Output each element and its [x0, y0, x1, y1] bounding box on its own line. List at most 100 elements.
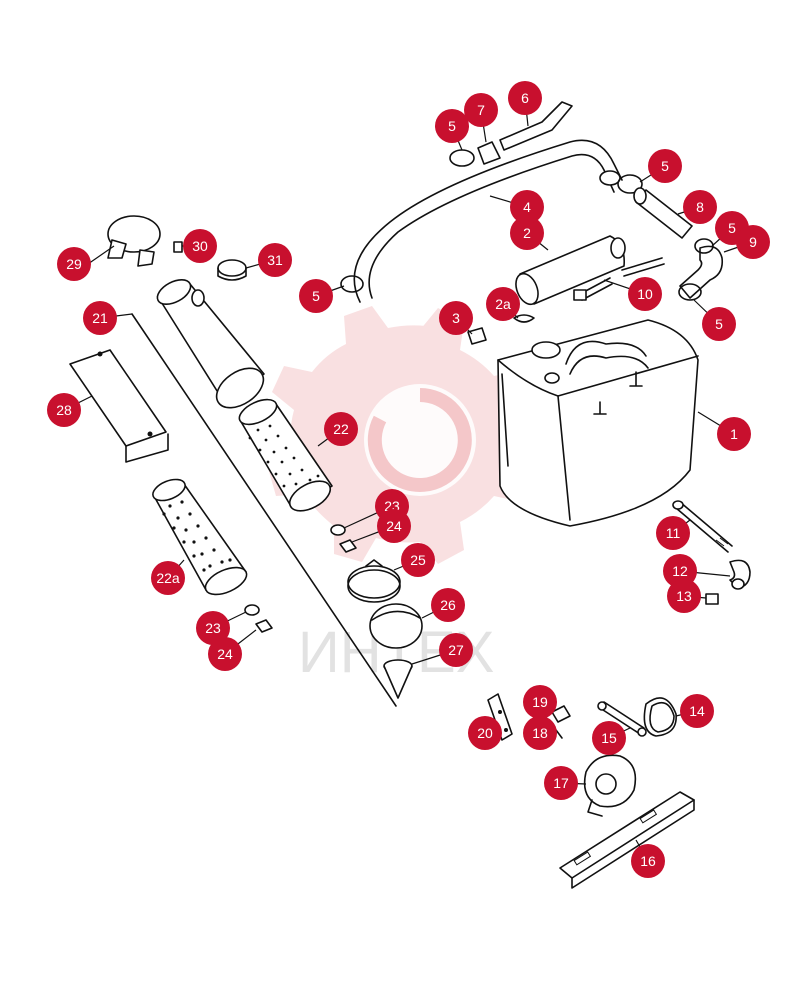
part-19-bracket: [551, 705, 571, 723]
part-27-cone: [383, 659, 413, 699]
part-25-band-clamp: [347, 559, 401, 603]
svg-text:10: 10: [637, 286, 653, 302]
callout-2a: 2a: [486, 287, 520, 321]
callout-21: 21: [83, 301, 117, 335]
callout-6: 6: [508, 81, 542, 115]
callout-28: 28: [47, 393, 81, 427]
callout-4: 4: [510, 190, 544, 224]
svg-text:16: 16: [640, 853, 656, 869]
callout-31: 31: [258, 243, 292, 277]
part-15-link: [597, 701, 647, 737]
svg-text:2: 2: [523, 225, 531, 241]
callout-24-lower: 24: [208, 637, 242, 671]
part-24-nut-lower: [255, 619, 273, 633]
callout-7: 7: [464, 93, 498, 127]
svg-text:12: 12: [672, 563, 688, 579]
svg-text:30: 30: [192, 238, 208, 254]
callout-24-upper: 24: [377, 509, 411, 543]
part-23-washer-lower: [244, 604, 260, 616]
svg-text:22a: 22a: [156, 570, 180, 586]
svg-text:5: 5: [715, 316, 723, 332]
callout-13: 13: [667, 579, 701, 613]
part-10-rod: [573, 257, 665, 301]
callout-11: 11: [656, 516, 690, 550]
callout-23-lower: 23: [196, 611, 230, 645]
callout-27: 27: [439, 633, 473, 667]
callout-12: 12: [663, 554, 697, 588]
callout-29: 29: [57, 247, 91, 281]
svg-text:18: 18: [532, 725, 548, 741]
svg-text:24: 24: [386, 518, 402, 534]
svg-text:25: 25: [410, 552, 426, 568]
svg-text:1: 1: [730, 426, 738, 442]
svg-text:7: 7: [477, 102, 485, 118]
callout-20: 20: [468, 716, 502, 750]
svg-text:9: 9: [749, 234, 757, 250]
part-2-cylinder: [515, 235, 626, 306]
callout-26: 26: [431, 588, 465, 622]
part-8-tube: [633, 187, 693, 239]
svg-text:5: 5: [661, 158, 669, 174]
svg-text:23: 23: [205, 620, 221, 636]
svg-text:8: 8: [696, 199, 704, 215]
svg-text:21: 21: [92, 310, 108, 326]
part-13-bolt: [705, 593, 719, 605]
callout-5-top: 5: [435, 109, 469, 143]
callout-2: 2: [510, 216, 544, 250]
part-29-clamp: [107, 215, 161, 267]
svg-text:5: 5: [448, 118, 456, 134]
part-5-clamp-top: [449, 149, 475, 167]
part-26-dome-cap: [369, 603, 423, 649]
callout-10: 10: [628, 277, 662, 311]
part-28-bracket: [69, 349, 169, 463]
part-24-nut-upper: [339, 539, 357, 553]
part-9-elbow: [679, 245, 724, 299]
part-2a-clip: [513, 314, 535, 323]
part-3-cap: [467, 327, 487, 345]
svg-text:17: 17: [553, 775, 569, 791]
svg-text:14: 14: [689, 703, 705, 719]
callout-14: 14: [680, 694, 714, 728]
svg-text:5: 5: [728, 220, 736, 236]
part-5-clamp-left: [340, 275, 364, 293]
callout-5-left: 5: [299, 279, 333, 313]
svg-text:22: 22: [333, 421, 349, 437]
part-7-block: [477, 141, 501, 165]
callout-5-right-low: 5: [702, 307, 736, 341]
part-14-belt: [643, 697, 677, 737]
svg-text:6: 6: [521, 90, 529, 106]
svg-text:5: 5: [312, 288, 320, 304]
callout-22: 22: [324, 412, 358, 446]
svg-text:4: 4: [523, 199, 531, 215]
part-5-clamp-elbow: [678, 238, 714, 301]
part-22a-perforated-tube: [152, 478, 248, 596]
callout-3: 3: [439, 301, 473, 335]
svg-text:27: 27: [448, 642, 464, 658]
part-30-nut: [173, 241, 183, 253]
part-16-plate: [559, 791, 695, 889]
svg-text:13: 13: [676, 588, 692, 604]
svg-text:3: 3: [452, 310, 460, 326]
part-21-exhaust-body: [131, 278, 397, 707]
callout-9: 9: [736, 225, 770, 259]
callout-19: 19: [523, 685, 557, 719]
part-22-perforated-tube: [238, 398, 333, 512]
svg-text:19: 19: [532, 694, 548, 710]
part-31-cap: [217, 259, 247, 281]
svg-text:26: 26: [440, 597, 456, 613]
part-23-washer-upper: [330, 524, 346, 536]
part-17-pump: [583, 754, 637, 817]
part-18-pin: [555, 729, 563, 739]
part-1-tank: [497, 319, 699, 527]
callout-17: 17: [544, 766, 578, 800]
svg-text:24: 24: [217, 646, 233, 662]
callout-16: 16: [631, 844, 665, 878]
callout-30: 30: [183, 229, 217, 263]
part-5-clamp-right: [617, 174, 643, 194]
callout-15: 15: [592, 721, 626, 755]
part-6-strip: [499, 101, 573, 151]
svg-text:20: 20: [477, 725, 493, 741]
part-12-elbow: [729, 559, 751, 590]
callout-18: 18: [523, 716, 557, 750]
